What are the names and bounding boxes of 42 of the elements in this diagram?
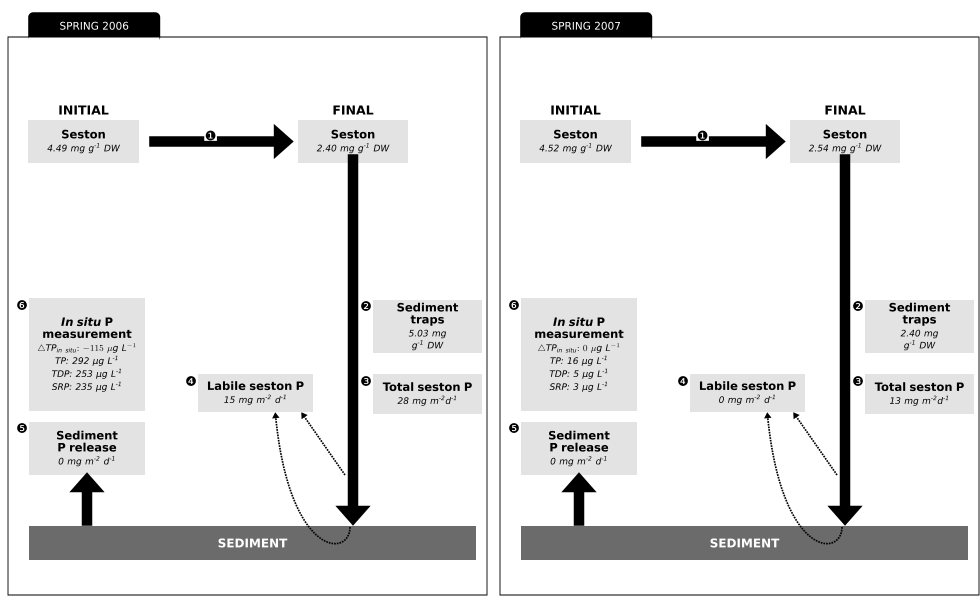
- node-label: $\triangle \mathit{TP}_{\mathit{in\ situ}}\mathit{:}\ {-115}\ \mu\mathit{g}\ \mathit{L}^{-1}$: [38, 343, 136, 353]
- sediment-band: SEDIMENT: [29, 526, 476, 560]
- column-heading: FINAL: [826, 105, 866, 115]
- measurement-box: Labile seston P 15 mg m$^{-2}$ d$^{-1}$: [198, 374, 313, 412]
- measurement-box: Total seston P 28 mg m$^{-2}$d$^{-1}$: [373, 374, 482, 414]
- step-number: ❻: [17, 300, 27, 310]
- step-number: ❹: [186, 376, 196, 386]
- column-heading: FINAL: [334, 105, 374, 115]
- step-number: ❺: [17, 423, 27, 433]
- measurement-box: Seston 4.49 mg g$^{-1}$ DW: [28, 120, 139, 163]
- step-number: ❹: [678, 376, 688, 386]
- measurement-box: Sediment traps 2.40 mg g$^{-1}$ DW: [865, 300, 974, 353]
- step-number: ❻: [509, 300, 519, 310]
- node-label: SRP: 3 µg L$^{-1}$: [550, 382, 608, 392]
- sediment-band: SEDIMENT: [521, 526, 968, 560]
- node-label: In situ P measurement: [535, 317, 624, 338]
- measurement-box: Seston 2.54 mg g$^{-1}$ DW: [790, 120, 900, 163]
- step-number: ❶: [204, 130, 217, 141]
- column-heading: INITIAL: [59, 105, 108, 115]
- measurement-box: Sediment traps 5.03 mg g$^{-1}$ DW: [373, 300, 482, 353]
- node-label: In situ P measurement: [43, 317, 132, 338]
- column-heading: INITIAL: [551, 105, 600, 115]
- measurement-box: In situ P measurement $\triangle \mathit{TP}_{\mathit{in\ situ}}\mathit{:}\ {-115}\ \mu\mathit{g}\ \mathit{L}^{-1}$ TP: 292 µg L$^{-1}$ TDP: 253 µg L$^{-1}$ SRP: 235 µg L$^{-1}$: [29, 298, 145, 411]
- measurement-box: Seston 4.52 mg g$^{-1}$ DW: [520, 120, 631, 163]
- step-number: ❶: [696, 130, 709, 141]
- measurement-box: Sediment P release 0 mg m$^{-2}$ d$^{-1}$: [521, 422, 637, 475]
- node-label: TDP: 253 µg L$^{-1}$: [52, 368, 122, 379]
- node-label: TP: 292 µg L$^{-1}$: [55, 356, 118, 366]
- step-number: ❷: [361, 301, 371, 311]
- step-number: ❷: [853, 301, 863, 311]
- measurement-box: Seston 2.40 mg g$^{-1}$ DW: [298, 120, 408, 163]
- step-number: ❺: [509, 423, 519, 433]
- node-label: $\triangle \mathit{TP}_{\mathit{in\ situ}}\mathit{:}\ 0\ \mu\mathit{g}\ \mathit{L}^{-1}$: [538, 343, 620, 353]
- step-number: ❸: [361, 376, 371, 386]
- measurement-box: Labile seston P 0 mg m$^{-2}$ d$^{-1}$: [690, 374, 805, 412]
- measurement-box: In situ P measurement $\triangle \mathit{TP}_{\mathit{in\ situ}}\mathit{:}\ 0\ \mu\mathit{g}\ \mathit{L}^{-1}$ TP: 16 µg L$^{-1}$ TDP: 5 µg L$^{-1}$ SRP: 3 µg L$^{-1}$: [521, 298, 637, 411]
- node-label: TDP: 5 µg L$^{-1}$: [550, 368, 608, 379]
- node-label: TP: 16 µg L$^{-1}$: [550, 356, 607, 366]
- measurement-box: Sediment P release 0 mg m$^{-2}$ d$^{-1}$: [29, 422, 145, 475]
- node-label: SRP: 235 µg L$^{-1}$: [52, 382, 121, 392]
- step-number: ❸: [853, 376, 863, 386]
- measurement-box: Total seston P 13 mg m$^{-2}$d$^{-1}$: [865, 374, 974, 414]
